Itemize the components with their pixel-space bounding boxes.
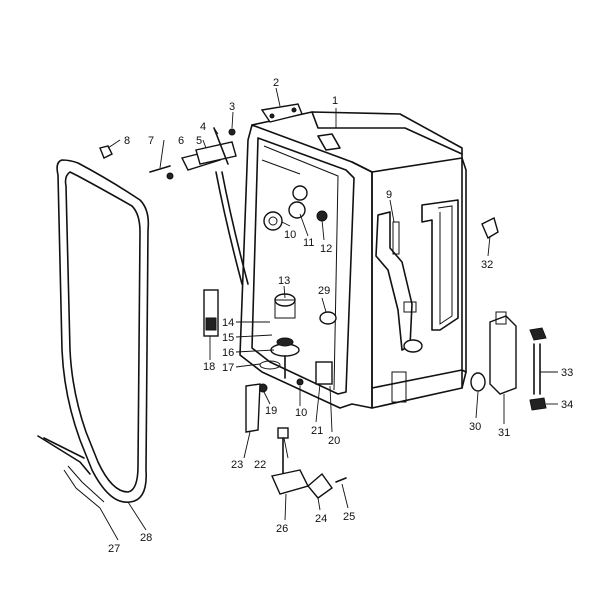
callout-6: 6 [178, 135, 184, 147]
callout-18: 18 [203, 361, 215, 373]
callout-26: 26 [276, 523, 288, 535]
callout-8: 8 [124, 135, 130, 147]
callout-32: 32 [481, 259, 493, 271]
callout-24: 24 [315, 513, 327, 525]
callout-20: 20 [328, 435, 340, 447]
inner-components [215, 171, 400, 386]
callout-5: 5 [196, 135, 202, 147]
callout-2: 2 [273, 77, 279, 89]
callout-22: 22 [254, 459, 266, 471]
callout-23: 23 [231, 459, 243, 471]
callout-14: 14 [222, 317, 234, 329]
callout-19: 19 [265, 405, 277, 417]
callout-17: 17 [222, 362, 234, 374]
callout-16: 16 [222, 347, 234, 359]
callout-31: 31 [498, 427, 510, 439]
callout-30: 30 [469, 421, 481, 433]
callout-7: 7 [148, 135, 154, 147]
callout-29: 29 [318, 285, 330, 297]
door-gasket [37, 159, 150, 509]
callout-21: 21 [311, 425, 323, 437]
callout-28: 28 [140, 532, 152, 544]
callout-25: 25 [343, 511, 355, 523]
leader-lines [99, 87, 558, 541]
callout-9: 9 [386, 189, 392, 201]
callout-labels: 1 2 3 4 5 6 7 8 9 10 11 12 13 14 15 16 1… [108, 77, 573, 555]
hardware [99, 103, 547, 499]
callout-4: 4 [200, 121, 206, 133]
callout-27: 27 [108, 543, 120, 555]
callout-15: 15 [222, 332, 234, 344]
callout-10-upper: 10 [284, 229, 296, 241]
callout-11: 11 [303, 237, 314, 249]
callout-13: 13 [278, 275, 290, 287]
callout-12: 12 [320, 243, 332, 255]
callout-33: 33 [561, 367, 573, 379]
callout-1: 1 [332, 95, 338, 107]
callout-3: 3 [229, 101, 235, 113]
tub-assembly [239, 111, 467, 409]
callout-10-lower: 10 [295, 407, 307, 419]
callout-34: 34 [561, 399, 573, 411]
